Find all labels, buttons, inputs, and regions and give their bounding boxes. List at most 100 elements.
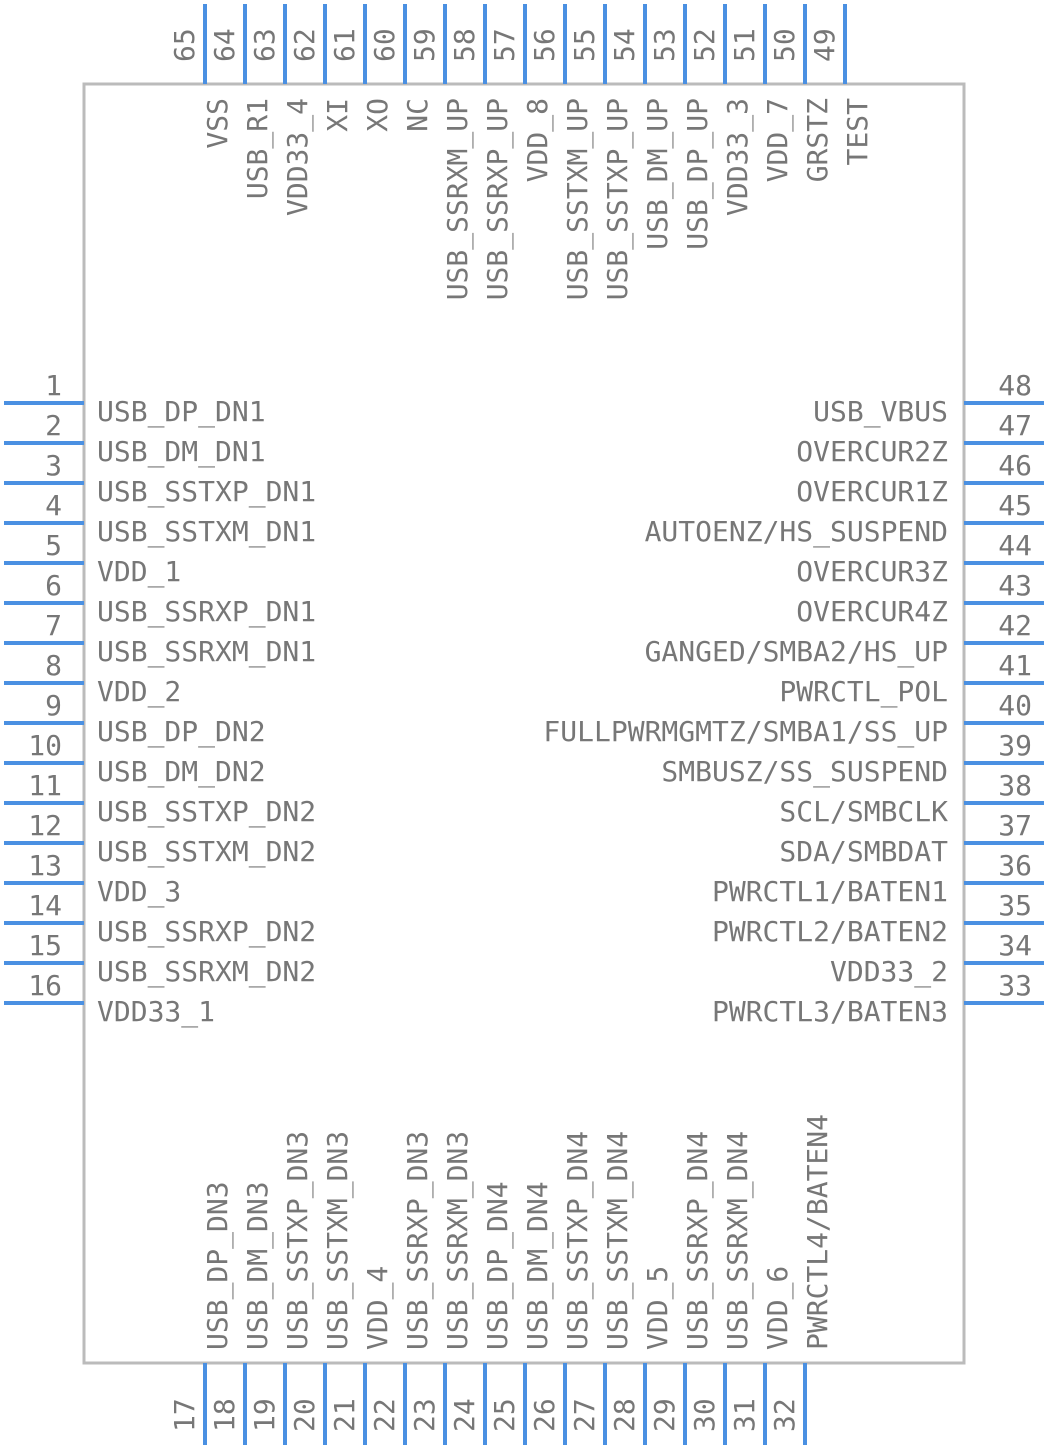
pin-number-56: 56 — [528, 28, 561, 62]
pin-label-32: VDD_6 — [761, 1266, 795, 1350]
pin-label-4: USB_SSTXM_DN1 — [97, 515, 316, 549]
pin-label-3: USB_SSTXP_DN1 — [97, 475, 316, 509]
pin-number-8: 8 — [45, 649, 62, 682]
pin-number-11: 11 — [28, 769, 62, 802]
pin-label-52: USB_DP_UP — [681, 98, 715, 250]
pin-label-56: VDD_8 — [521, 98, 555, 182]
pin-label-33: PWRCTL3/BATEN3 — [712, 995, 948, 1028]
ic-body — [82, 82, 966, 1365]
pin-label-27: USB_SSTXP_DN4 — [561, 1131, 595, 1350]
pin-label-14: USB_SSRXP_DN2 — [97, 915, 316, 949]
pin-label-55: USB_SSTXM_UP — [561, 98, 595, 300]
pin-label-16: VDD33_1 — [97, 995, 215, 1029]
pin-number-47: 47 — [998, 409, 1032, 442]
pin-number-40: 40 — [998, 689, 1032, 722]
pin-number-12: 12 — [28, 809, 62, 842]
pin-number-32: 32 — [768, 1398, 801, 1432]
pin-number-43: 43 — [998, 569, 1032, 602]
pin-number-60: 60 — [368, 28, 401, 62]
pin-label-60: XO — [361, 98, 394, 132]
pin-number-4: 4 — [45, 489, 62, 522]
pin-label-53: USB_DM_UP — [641, 98, 675, 250]
pin-label-38: SCL/SMBCLK — [779, 795, 948, 828]
pin-label-13: VDD_3 — [97, 875, 181, 909]
pin-number-31: 31 — [728, 1398, 761, 1432]
pin-label-50: VDD_7 — [761, 98, 795, 182]
pin-number-20: 20 — [288, 1398, 321, 1432]
pin-label-28: USB_SSTXM_DN4 — [601, 1131, 635, 1350]
pin-label-54: USB_SSTXP_UP — [601, 98, 635, 300]
pin-number-2: 2 — [45, 409, 62, 442]
pin-label-11: USB_SSTXP_DN2 — [97, 795, 316, 829]
pin-number-16: 16 — [28, 969, 62, 1002]
pin-label-41: PWRCTL_POL — [779, 675, 948, 709]
pin-number-9: 9 — [45, 689, 62, 722]
pin-label-15: USB_SSRXM_DN2 — [97, 955, 316, 989]
pin-number-34: 34 — [998, 929, 1032, 962]
pin-label-26: USB_DM_DN4 — [521, 1181, 555, 1350]
pin-number-22: 22 — [368, 1398, 401, 1432]
pin-label-10: USB_DM_DN2 — [97, 755, 266, 789]
pin-label-63: USB_R1 — [241, 98, 275, 199]
pin-number-58: 58 — [448, 28, 481, 62]
pin-number-50: 50 — [768, 28, 801, 62]
pin-label-34: VDD33_2 — [830, 955, 948, 989]
pin-label-39: SMBUSZ/SS_SUSPEND — [661, 755, 948, 789]
pin-number-53: 53 — [648, 28, 681, 62]
pin-label-5: VDD_1 — [97, 555, 181, 589]
pin-label-12: USB_SSTXM_DN2 — [97, 835, 316, 869]
pin-label-18: USB_DP_DN3 — [201, 1181, 235, 1350]
pin-number-29: 29 — [648, 1398, 681, 1432]
pin-label-29: VDD_5 — [641, 1266, 675, 1350]
pin-number-52: 52 — [688, 28, 721, 62]
pin-number-62: 62 — [288, 28, 321, 62]
pin-number-5: 5 — [45, 529, 62, 562]
pin-number-13: 13 — [28, 849, 62, 882]
pin-label-37: SDA/SMBDAT — [779, 835, 948, 868]
pin-label-1: USB_DP_DN1 — [97, 395, 266, 429]
pin-label-24: USB_SSRXM_DN3 — [441, 1131, 475, 1350]
pin-number-39: 39 — [998, 729, 1032, 762]
pin-number-44: 44 — [998, 529, 1032, 562]
pin-label-62: VDD33_4 — [281, 98, 315, 216]
pin-label-35: PWRCTL2/BATEN2 — [712, 915, 948, 948]
pin-number-24: 24 — [448, 1398, 481, 1432]
pin-number-55: 55 — [568, 28, 601, 62]
pin-label-61: XI — [321, 98, 354, 132]
left-pin-group: 1USB_DP_DN12USB_DM_DN13USB_SSTXP_DN14USB… — [4, 369, 316, 1029]
pin-number-41: 41 — [998, 649, 1032, 682]
pin-label-9: USB_DP_DN2 — [97, 715, 266, 749]
pin-number-14: 14 — [28, 889, 62, 922]
pin-label-30: USB_SSRXP_DN4 — [681, 1131, 715, 1350]
pin-number-35: 35 — [998, 889, 1032, 922]
pin-number-61: 61 — [328, 28, 361, 62]
pin-number-23: 23 — [408, 1398, 441, 1432]
pin-number-54: 54 — [608, 28, 641, 62]
pin-number-63: 63 — [248, 28, 281, 62]
pin-label-48: USB_VBUS — [813, 395, 948, 429]
pin-number-10: 10 — [28, 729, 62, 762]
pin-number-17: 17 — [168, 1398, 201, 1432]
pin-label-64: VSS — [201, 98, 234, 149]
pin-number-18: 18 — [208, 1398, 241, 1432]
pin-label-43: OVERCUR4Z — [796, 595, 948, 628]
pin-label-42: GANGED/SMBA2/HS_UP — [645, 635, 948, 669]
pin-label-19: USB_DM_DN3 — [241, 1181, 275, 1350]
pin-number-30: 30 — [688, 1398, 721, 1432]
pin-label-57: USB_SSRXP_UP — [481, 98, 515, 300]
pin-label-2: USB_DM_DN1 — [97, 435, 266, 469]
pin-number-59: 59 — [408, 28, 441, 62]
pin-number-27: 27 — [568, 1398, 601, 1432]
pin-number-28: 28 — [608, 1398, 641, 1432]
pin-label-21: USB_SSTXM_DN3 — [321, 1131, 355, 1350]
pin-label-25: USB_DP_DN4 — [481, 1181, 515, 1350]
pin-number-46: 46 — [998, 449, 1032, 482]
pin-number-42: 42 — [998, 609, 1032, 642]
pin-number-33: 33 — [998, 969, 1032, 1002]
pin-number-49: 49 — [808, 28, 841, 62]
pin-label-23: USB_SSRXP_DN3 — [401, 1131, 435, 1350]
